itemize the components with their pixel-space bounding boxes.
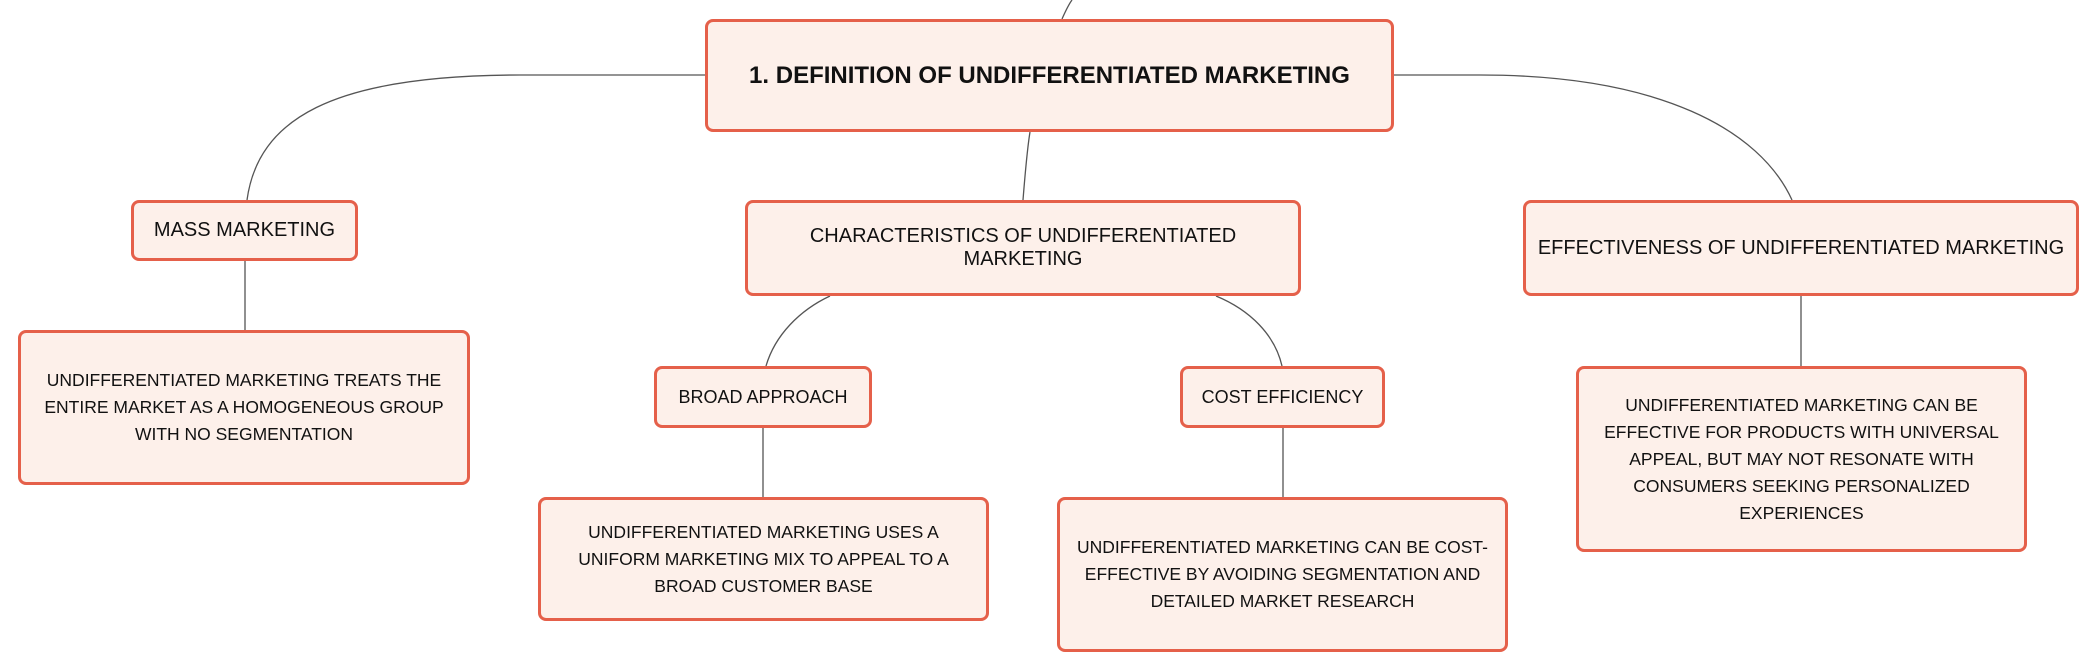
topic-node-mass-marketing[interactable]: MASS MARKETING [131, 200, 358, 261]
topic-node-label: EFFECTIVENESS OF UNDIFFERENTIATED MARKET… [1537, 236, 2065, 259]
connector-root-mass [246, 74, 705, 201]
topic-node-label: CHARACTERISTICS OF UNDIFFERENTIATED MARK… [809, 225, 1237, 270]
connector-characteristics-broad [765, 295, 831, 367]
connector-characteristics-cost [1215, 295, 1283, 367]
connector-root-effectiveness [1394, 74, 1793, 201]
detail-node-cost-efficiency[interactable]: UNDIFFERENTIATED MARKETING CAN BE COST-E… [1057, 497, 1508, 652]
detail-node-text: UNDIFFERENTIATED MARKETING TREATS THE EN… [44, 370, 444, 444]
connector-to-parent-offscreen [1061, 0, 1073, 20]
detail-node-effectiveness[interactable]: UNDIFFERENTIATED MARKETING CAN BE EFFECT… [1576, 366, 2027, 552]
topic-node-characteristics[interactable]: CHARACTERISTICS OF UNDIFFERENTIATED MARK… [745, 200, 1301, 296]
detail-node-text: UNDIFFERENTIATED MARKETING CAN BE COST-E… [1077, 537, 1488, 611]
subtopic-node-label: COST EFFICIENCY [1201, 386, 1364, 407]
root-node[interactable]: 1. DEFINITION OF UNDIFFERENTIATED MARKET… [705, 19, 1394, 132]
detail-node-text: UNDIFFERENTIATED MARKETING USES A UNIFOR… [578, 521, 949, 596]
subtopic-node-cost-efficiency[interactable]: COST EFFICIENCY [1180, 366, 1385, 428]
root-node-label: 1. DEFINITION OF UNDIFFERENTIATED MARKET… [749, 61, 1350, 89]
topic-node-label: MASS MARKETING [153, 219, 336, 241]
topic-node-effectiveness[interactable]: EFFECTIVENESS OF UNDIFFERENTIATED MARKET… [1523, 200, 2079, 296]
subtopic-node-broad-approach[interactable]: BROAD APPROACH [654, 366, 872, 428]
connector-root-characteristics [1022, 131, 1031, 201]
subtopic-node-label: BROAD APPROACH [678, 386, 848, 407]
detail-node-broad-approach[interactable]: UNDIFFERENTIATED MARKETING USES A UNIFOR… [538, 497, 989, 621]
detail-node-mass-marketing[interactable]: UNDIFFERENTIATED MARKETING TREATS THE EN… [18, 330, 470, 485]
detail-node-text: UNDIFFERENTIATED MARKETING CAN BE EFFECT… [1604, 394, 1999, 523]
